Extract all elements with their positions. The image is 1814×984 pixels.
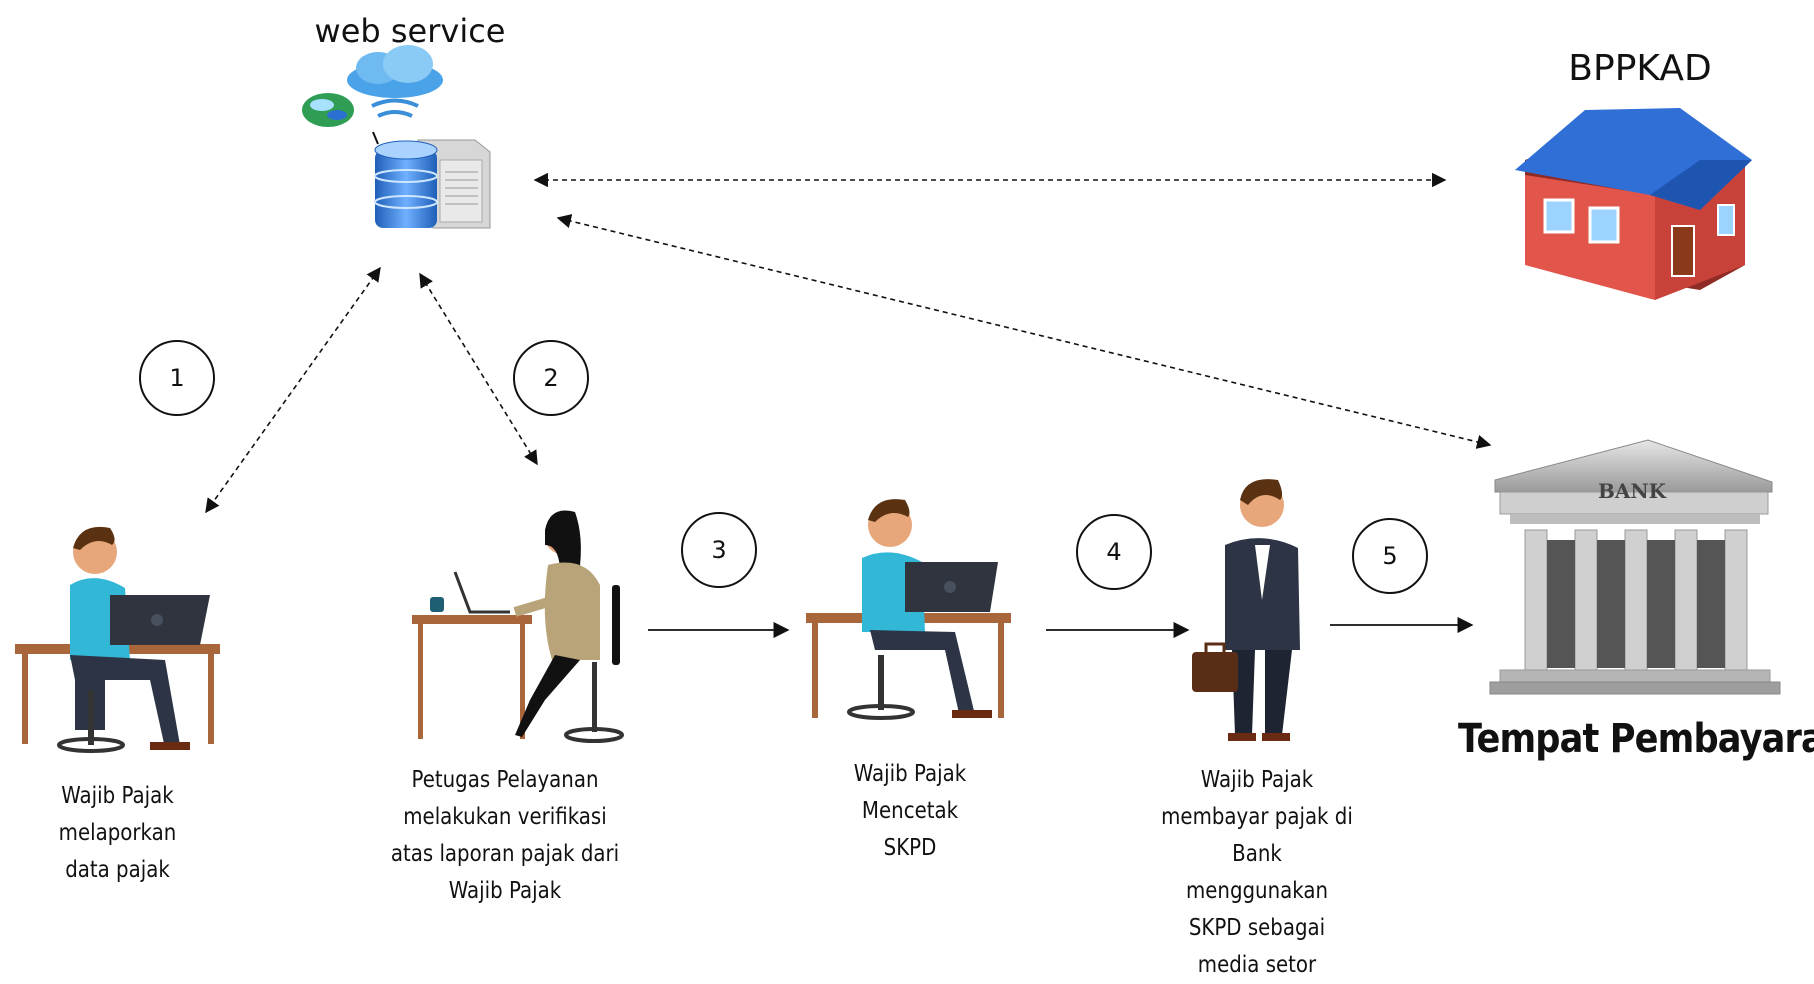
globe-icon — [302, 93, 354, 127]
bank-sign: BANK — [1598, 479, 1667, 503]
step-4-caption: Wajib Pajak membayar pajak di Bank mengg… — [1161, 767, 1353, 978]
taxpayer-illustration — [15, 526, 220, 753]
person-at-laptop-icon — [57, 526, 210, 753]
businessman-with-briefcase-icon — [1192, 479, 1300, 741]
step-3-caption: Wajib Pajak Mencetak SKPD — [853, 761, 967, 861]
step-1-caption: Wajib Pajak melaporkan data pajak — [58, 783, 177, 883]
bank-building-icon: BANK — [1489, 439, 1781, 695]
step-2-badge: 2 — [513, 340, 589, 416]
officer-at-laptop-icon — [513, 510, 624, 743]
server-icon — [374, 139, 491, 229]
payment-place-label: Tempat Pembayaran — [1458, 716, 1814, 762]
cloud-icon — [347, 45, 443, 118]
flow-diagram: BANK — [15, 45, 1781, 753]
step-3-badge: 3 — [681, 512, 757, 588]
step-1-badge: 1 — [139, 340, 215, 416]
web-service-label: web service — [314, 12, 506, 50]
step-2-caption: Petugas Pelayanan melakukan verifikasi a… — [390, 767, 620, 904]
officer-illustration — [412, 510, 624, 743]
webservice-illustration — [302, 45, 491, 229]
connector-step1 — [205, 266, 381, 514]
connector-webservice-bank — [556, 214, 1492, 449]
person-at-laptop-icon — [847, 499, 998, 720]
step-4-badge: 4 — [1076, 514, 1152, 590]
bppkad-label: BPPKAD — [1568, 48, 1712, 89]
connector-step2 — [419, 272, 538, 466]
office-building-icon — [1515, 108, 1752, 300]
taxpayer-printing-illustration — [806, 499, 1011, 720]
step-5-badge: 5 — [1352, 518, 1428, 594]
